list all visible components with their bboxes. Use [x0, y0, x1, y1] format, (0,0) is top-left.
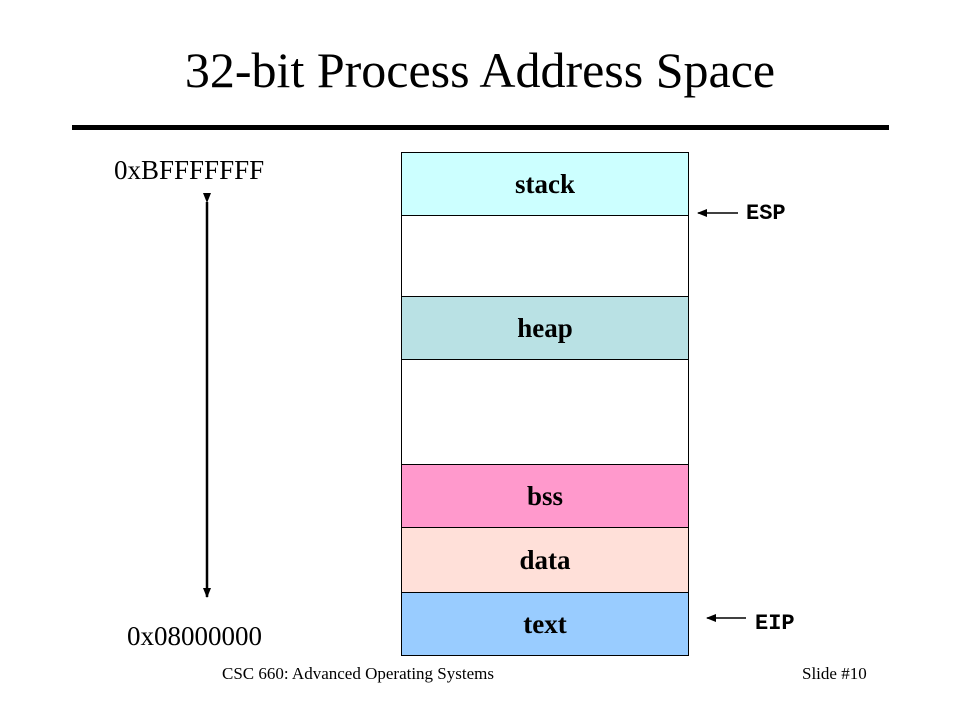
segment-free-lower	[401, 359, 689, 465]
title-divider	[72, 125, 889, 130]
segment-stack-label: stack	[515, 168, 575, 199]
segment-bss-label: bss	[526, 480, 564, 511]
segment-data: data	[401, 527, 689, 593]
register-esp-label: ESP	[746, 201, 786, 226]
register-eip-label: EIP	[755, 611, 795, 636]
footer-slide-number: Slide #10	[802, 664, 867, 683]
segment-heap-label: heap	[517, 312, 573, 343]
segment-text: text	[401, 592, 689, 656]
address-bottom-label: 0x08000000	[127, 621, 262, 651]
segment-free-upper	[401, 215, 689, 297]
segment-data-label: data	[519, 544, 571, 575]
address-top-label: 0xBFFFFFFF	[114, 155, 265, 185]
footer-course-title: CSC 660: Advanced Operating Systems	[222, 664, 494, 683]
segment-stack: stack	[401, 152, 689, 216]
segment-bss: bss	[401, 464, 689, 528]
segment-heap: heap	[401, 296, 689, 360]
segment-text-label: text	[523, 608, 567, 639]
slide-title: 32-bit Process Address Space	[184, 42, 776, 98]
